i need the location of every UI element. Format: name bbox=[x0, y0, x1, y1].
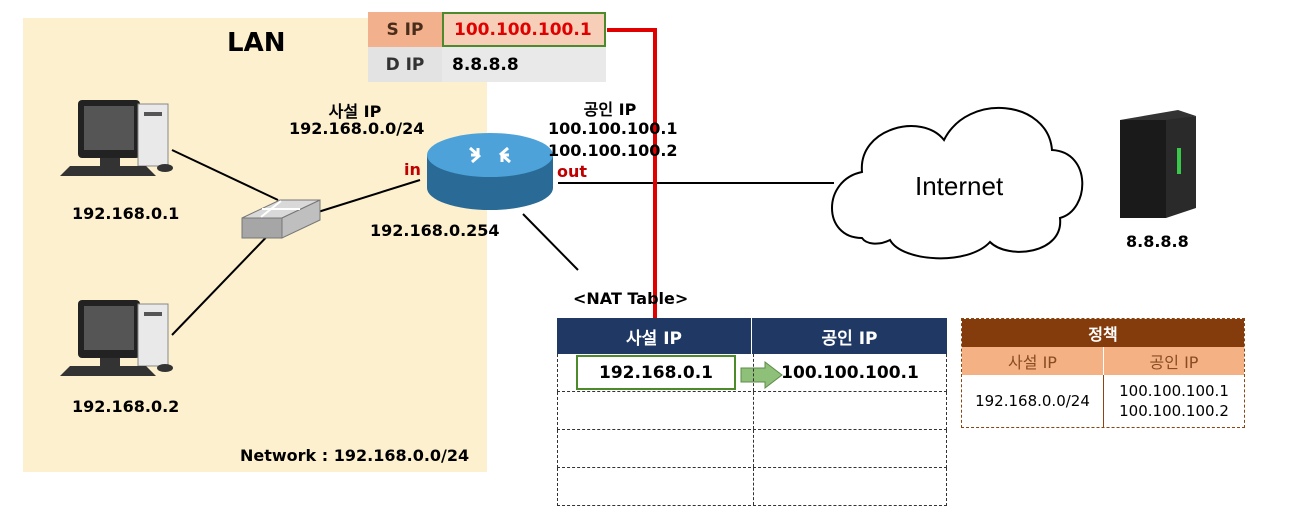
packet-destination-key: D IP bbox=[368, 47, 442, 82]
router-public-label: 공인 IP bbox=[583, 100, 637, 119]
link-router-nat bbox=[522, 213, 579, 271]
link-switch-router bbox=[317, 179, 421, 213]
packet-source-key: S IP bbox=[368, 12, 442, 47]
policy-header-public: 공인 IP bbox=[1104, 347, 1244, 375]
packet-source-value: 100.100.100.1 bbox=[442, 12, 606, 47]
host1-ip: 192.168.0.1 bbox=[72, 204, 180, 223]
nat-cell-public: 100.100.100.1 bbox=[781, 362, 919, 383]
pc1-icon bbox=[60, 100, 173, 176]
nat-row bbox=[557, 392, 947, 430]
server-icon bbox=[1120, 110, 1196, 218]
nat-header-private: 사설 IP bbox=[557, 318, 752, 354]
policy-private-value: 192.168.0.0/24 bbox=[962, 375, 1104, 427]
lan-area bbox=[23, 18, 487, 472]
nat-cell-private: 192.168.0.1 bbox=[576, 355, 736, 390]
policy-title: 정책 bbox=[962, 319, 1244, 347]
policy-public-values: 100.100.100.1 100.100.100.2 bbox=[1104, 375, 1244, 427]
router-in-label: in bbox=[404, 160, 421, 179]
router-gateway-ip: 192.168.0.254 bbox=[370, 221, 500, 240]
nat-cell-public bbox=[753, 392, 947, 429]
packet-destination-row: D IP 8.8.8.8 bbox=[368, 47, 606, 82]
router-icon bbox=[427, 133, 553, 210]
policy-table: 정책 사설 IP 공인 IP 192.168.0.0/24 100.100.10… bbox=[961, 318, 1245, 428]
nat-row bbox=[557, 468, 947, 506]
server-ip: 8.8.8.8 bbox=[1126, 232, 1189, 251]
link-pc1-switch bbox=[171, 149, 279, 201]
nat-row: 192.168.0.1 100.100.100.1 bbox=[557, 354, 947, 392]
network-label: Network : 192.168.0.0/24 bbox=[240, 446, 470, 465]
nat-row bbox=[557, 430, 947, 468]
policy-public-ip-2: 100.100.100.2 bbox=[1119, 402, 1229, 420]
nat-cell-private bbox=[558, 468, 753, 505]
policy-header-private: 사설 IP bbox=[962, 347, 1104, 375]
switch-icon bbox=[241, 199, 321, 239]
link-pc2-switch bbox=[171, 224, 279, 336]
router-private-label: 사설 IP bbox=[328, 102, 382, 121]
internet-cloud-icon bbox=[831, 107, 1084, 260]
nat-table-caption: <NAT Table> bbox=[573, 289, 689, 308]
mapping-arrow-green bbox=[740, 360, 783, 390]
internet-label: Internet bbox=[915, 171, 1004, 201]
policy-public-ip-1: 100.100.100.1 bbox=[1119, 382, 1229, 400]
nat-header-public: 공인 IP bbox=[821, 328, 878, 349]
packet-destination-value: 8.8.8.8 bbox=[442, 47, 606, 82]
router-public-ip-1: 100.100.100.1 bbox=[548, 119, 678, 138]
nat-table-header: 사설 IP 공인 IP bbox=[557, 318, 947, 354]
router-private-network: 192.168.0.0/24 bbox=[289, 119, 425, 138]
lan-title: LAN bbox=[227, 28, 286, 58]
nat-cell-public bbox=[753, 468, 947, 505]
router-out-label: out bbox=[557, 162, 588, 181]
host2-ip: 192.168.0.2 bbox=[72, 397, 180, 416]
nat-cell-public bbox=[753, 430, 947, 467]
pc2-icon bbox=[60, 300, 173, 376]
flow-arrow-red bbox=[607, 28, 657, 342]
nat-cell-private bbox=[558, 430, 753, 467]
router-public-ip-2: 100.100.100.2 bbox=[548, 141, 678, 160]
packet-source-row: S IP 100.100.100.1 bbox=[368, 12, 606, 47]
packet-header: S IP 100.100.100.1 D IP 8.8.8.8 bbox=[368, 12, 606, 82]
nat-cell-private bbox=[558, 392, 753, 429]
